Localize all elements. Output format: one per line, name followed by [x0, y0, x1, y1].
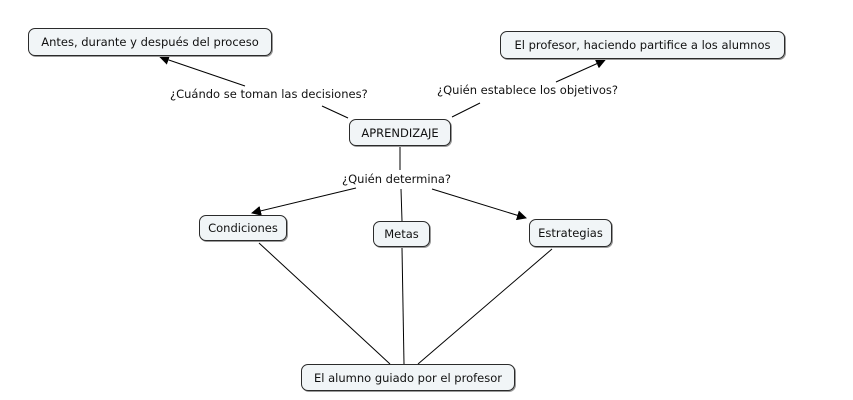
node-el-profesor[interactable]: El profesor, haciendo partifice a los al…	[500, 31, 785, 59]
arrow-to-strategies	[431, 188, 527, 221]
connector-strategies-student	[417, 248, 553, 365]
link-label-quien-establece: ¿Quién establece los objetivos?	[435, 83, 621, 97]
connector-root-objectives	[451, 102, 481, 118]
link-label-cuando: ¿Cuándo se toman las decisiones?	[168, 87, 370, 101]
connector-goals-student	[401, 247, 405, 365]
node-metas[interactable]: Metas	[373, 221, 430, 247]
arrow-objectives-to-answer	[555, 59, 606, 83]
connector-conditions-student	[258, 242, 391, 365]
link-label-quien-determina: ¿Quién determina?	[340, 172, 453, 186]
node-condiciones[interactable]: Condiciones	[199, 215, 287, 241]
node-aprendizaje[interactable]: APRENDIZAJE	[349, 119, 451, 146]
connector-to-goals	[400, 188, 403, 222]
node-estrategias[interactable]: Estrategias	[529, 219, 612, 247]
arrow-when-to-answer	[159, 55, 246, 87]
node-el-alumno[interactable]: El alumno guiado por el profesor	[301, 364, 515, 391]
node-antes-durante-despues[interactable]: Antes, durante y después del proceso	[28, 28, 272, 56]
connector-root-when	[321, 105, 349, 119]
arrow-to-conditions	[251, 187, 357, 216]
